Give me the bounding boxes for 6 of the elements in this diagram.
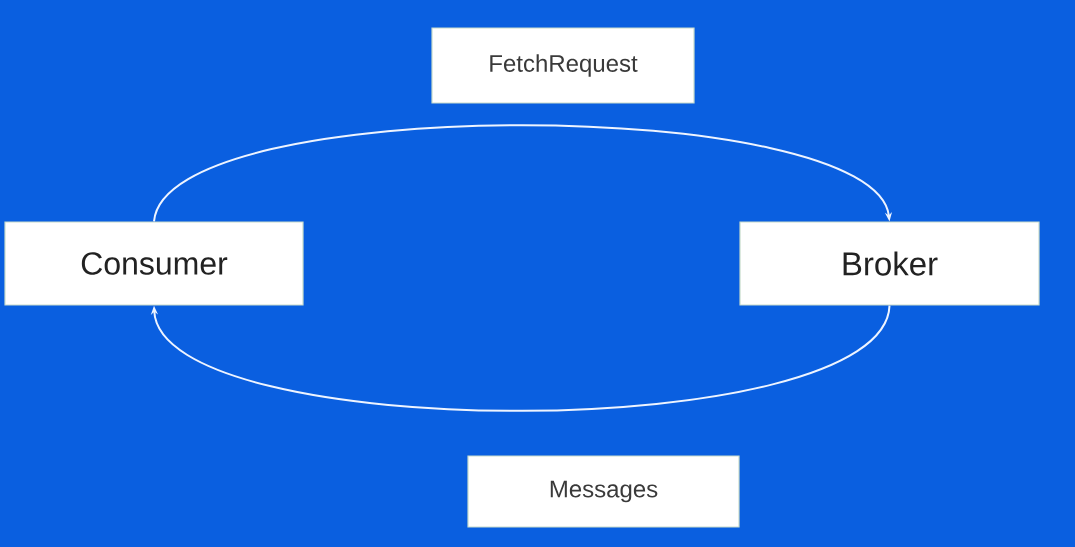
text-box: Consumer bbox=[4, 221, 304, 306]
text-box: FetchRequest bbox=[431, 27, 695, 104]
arrow bbox=[153, 124, 893, 223]
arrow bbox=[150, 304, 891, 412]
text-box: Messages bbox=[467, 455, 740, 528]
text-box: Broker bbox=[739, 221, 1040, 306]
